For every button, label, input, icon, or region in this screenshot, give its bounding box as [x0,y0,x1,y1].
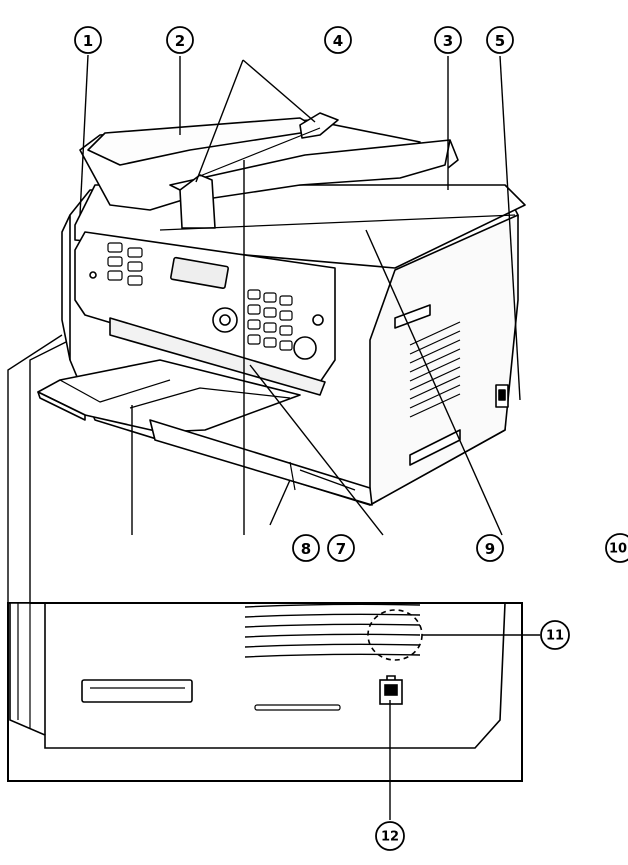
start-button [293,336,317,360]
svg-text:12: 12 [381,830,399,845]
document-guide-left [179,174,216,229]
svg-text:1: 1 [83,32,93,50]
stop-button [312,314,324,326]
rear-housing [9,602,506,749]
leader-lines [7,54,540,820]
svg-text:11: 11 [546,629,564,644]
callout-3: 3 [434,26,462,54]
paper-output-tray [37,359,301,433]
printer-illustration [37,112,526,506]
callout-9: 9 [476,534,504,562]
callout-7: 7 [327,534,355,562]
rear-view-panel [7,602,523,782]
side-vents [409,321,461,418]
paper-output-slot [109,317,326,396]
svg-text:7: 7 [336,540,346,558]
callout-1: 1 [74,26,102,54]
display-lcd [170,256,229,290]
callout-10: 10 [605,533,628,563]
callout-2: 2 [166,26,194,54]
svg-text:10: 10 [609,542,627,557]
svg-text:3: 3 [443,32,453,50]
callout-5: 5 [486,26,514,54]
rear-handle [81,679,193,703]
svg-text:9: 9 [485,540,495,558]
svg-text:4: 4 [333,32,343,50]
telephone-jack [379,675,403,705]
callout-4: 4 [324,26,352,54]
svg-text:2: 2 [175,32,185,50]
svg-text:5: 5 [495,32,505,50]
paper-input-tray [149,419,373,506]
svg-text:8: 8 [301,540,311,558]
callout-11: 11 [540,620,570,650]
document-tray [169,139,451,201]
callout-8: 8 [292,534,320,562]
panel-buttons [107,242,293,351]
speaker-grille [244,603,421,658]
callout-12: 12 [375,821,405,851]
